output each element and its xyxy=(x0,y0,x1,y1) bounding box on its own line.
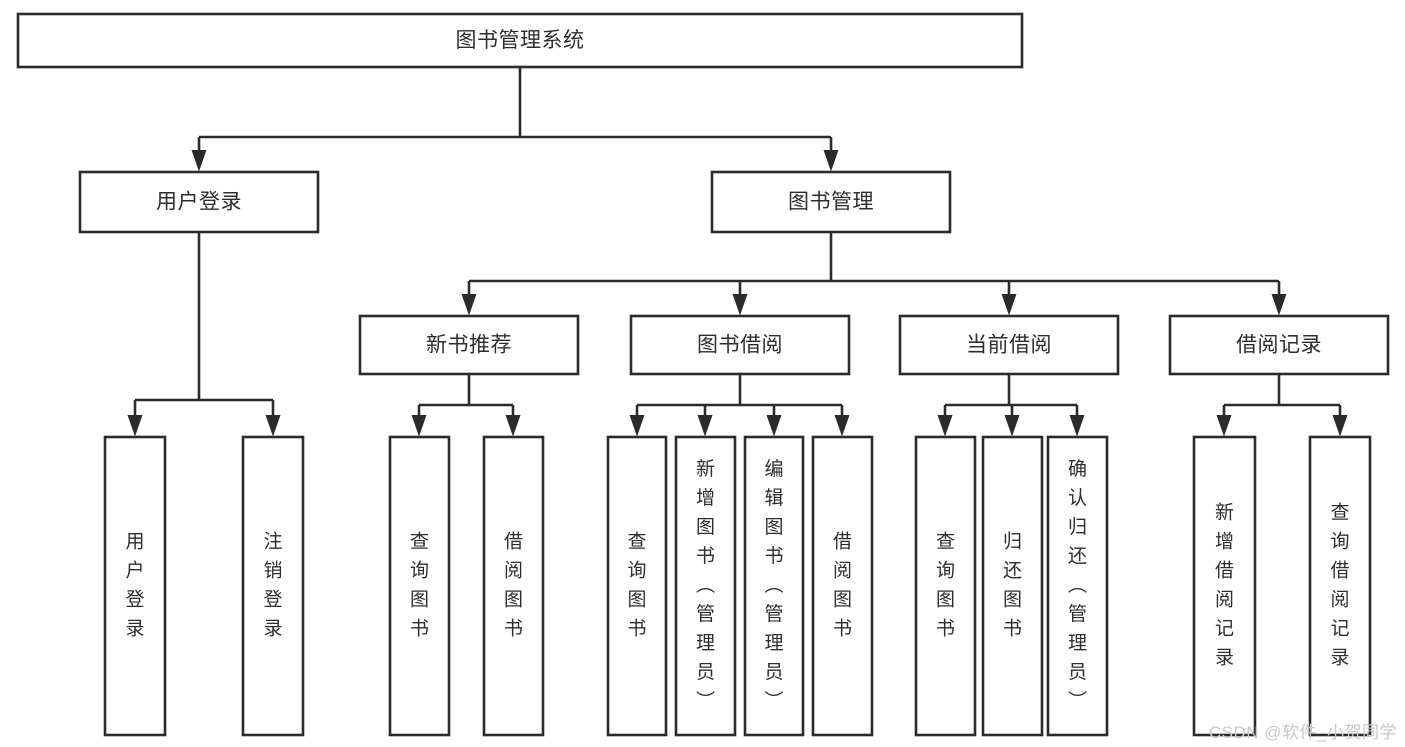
level3-node[interactable]: 当前借阅 xyxy=(898,314,1120,376)
leaf-box[interactable] xyxy=(674,435,737,737)
leaf-node[interactable]: 新增图书︵管理员︶ xyxy=(674,435,737,737)
leaf-node[interactable]: 查询图书 xyxy=(606,435,668,737)
leaf-box[interactable] xyxy=(743,435,805,737)
level3-label: 当前借阅 xyxy=(966,334,1052,357)
arrow-head-icon xyxy=(1216,415,1232,437)
leaf-box[interactable] xyxy=(103,435,167,737)
arrow-head-icon xyxy=(411,415,427,437)
connector-group xyxy=(461,232,1287,316)
leaf-label: 借阅图书 xyxy=(504,531,523,640)
leaf-label: 查询图书 xyxy=(627,531,646,640)
connector-group xyxy=(1216,374,1348,437)
leaf-label: 新增图书︵管理员︶ xyxy=(696,458,715,712)
leaf-label: 查询图书 xyxy=(410,531,429,640)
leaf-node[interactable]: 借阅图书 xyxy=(482,435,545,737)
leaf-box[interactable] xyxy=(482,435,545,737)
connector-group xyxy=(629,374,850,437)
level3-label: 新书推荐 xyxy=(426,334,512,357)
root-box[interactable] xyxy=(16,12,1024,69)
arrow-head-icon xyxy=(1271,294,1287,316)
level2-label: 图书管理 xyxy=(788,191,874,214)
arrow-head-icon xyxy=(461,294,477,316)
arrow-head-icon xyxy=(823,150,839,172)
leaf-node[interactable]: 编辑图书︵管理员︶ xyxy=(743,435,805,737)
arrow-head-icon xyxy=(697,415,713,437)
level3-label: 借阅记录 xyxy=(1236,334,1322,357)
connector-group xyxy=(411,374,521,437)
connector-group xyxy=(937,374,1085,437)
leaf-label: 注销登录 xyxy=(263,531,282,640)
leaf-node[interactable]: 新增借阅记录 xyxy=(1192,435,1257,737)
leaf-node[interactable]: 确认归还︵管理员︶ xyxy=(1046,435,1109,737)
leaf-box[interactable] xyxy=(241,435,305,737)
arrow-head-icon xyxy=(629,415,645,437)
level3-node[interactable]: 借阅记录 xyxy=(1168,314,1390,376)
arrow-head-icon xyxy=(265,415,281,437)
leaf-label: 查询借阅记录 xyxy=(1330,502,1349,669)
arrow-head-icon xyxy=(127,415,143,437)
arrow-head-icon xyxy=(1069,415,1085,437)
arrow-head-icon xyxy=(191,150,207,172)
leaf-node[interactable]: 借阅图书 xyxy=(811,435,874,737)
leaf-label: 编辑图书︵管理员︶ xyxy=(764,458,783,712)
leaf-box[interactable] xyxy=(1308,435,1372,737)
arrow-head-icon xyxy=(766,415,782,437)
leaf-label: 查询图书 xyxy=(936,531,955,640)
csdn-watermark: CSDN @软件_小贺同学 xyxy=(1208,723,1397,742)
arrow-head-icon xyxy=(937,415,953,437)
level3-node[interactable]: 图书借阅 xyxy=(629,314,851,376)
node-boxes-group: 图书管理系统用户登录图书管理新书推荐图书借阅当前借阅借阅记录用户登录注销登录查询… xyxy=(16,12,1390,737)
leaf-box[interactable] xyxy=(1192,435,1257,737)
leaf-label: 新增借阅记录 xyxy=(1215,502,1234,669)
root-label: 图书管理系统 xyxy=(456,29,585,52)
level2-box[interactable] xyxy=(710,170,952,234)
arrow-head-icon xyxy=(505,415,521,437)
leaf-label: 归还图书 xyxy=(1003,531,1022,640)
level2-label: 用户登录 xyxy=(156,191,242,214)
arrow-head-icon xyxy=(1004,415,1020,437)
leaf-node[interactable]: 归还图书 xyxy=(981,435,1044,737)
leaf-box[interactable] xyxy=(981,435,1044,737)
connector-group xyxy=(127,232,281,437)
level2-box[interactable] xyxy=(78,170,320,234)
connector-lines-group xyxy=(127,67,1348,437)
leaf-node[interactable]: 查询借阅记录 xyxy=(1308,435,1372,737)
level3-box[interactable] xyxy=(898,314,1120,376)
connector-group xyxy=(191,67,839,172)
leaf-box[interactable] xyxy=(388,435,451,737)
level3-label: 图书借阅 xyxy=(697,334,783,357)
leaf-node[interactable]: 查询图书 xyxy=(914,435,977,737)
leaf-box[interactable] xyxy=(914,435,977,737)
level3-box[interactable] xyxy=(1168,314,1390,376)
level2-node[interactable]: 图书管理 xyxy=(710,170,952,234)
level3-box[interactable] xyxy=(629,314,851,376)
level3-node[interactable]: 新书推荐 xyxy=(358,314,580,376)
level3-box[interactable] xyxy=(358,314,580,376)
arrow-head-icon xyxy=(732,294,748,316)
root-node[interactable]: 图书管理系统 xyxy=(16,12,1024,69)
leaf-label: 借阅图书 xyxy=(833,531,852,640)
leaf-box[interactable] xyxy=(1046,435,1109,737)
leaf-label: 确认归还︵管理员︶ xyxy=(1068,458,1087,712)
leaf-box[interactable] xyxy=(811,435,874,737)
arrow-head-icon xyxy=(1332,415,1348,437)
leaf-box[interactable] xyxy=(606,435,668,737)
leaf-node[interactable]: 查询图书 xyxy=(388,435,451,737)
level2-node[interactable]: 用户登录 xyxy=(78,170,320,234)
arrow-head-icon xyxy=(834,415,850,437)
arrow-head-icon xyxy=(1001,294,1017,316)
leaf-node[interactable]: 注销登录 xyxy=(241,435,305,737)
leaf-node[interactable]: 用户登录 xyxy=(103,435,167,737)
leaf-label: 用户登录 xyxy=(125,532,144,640)
